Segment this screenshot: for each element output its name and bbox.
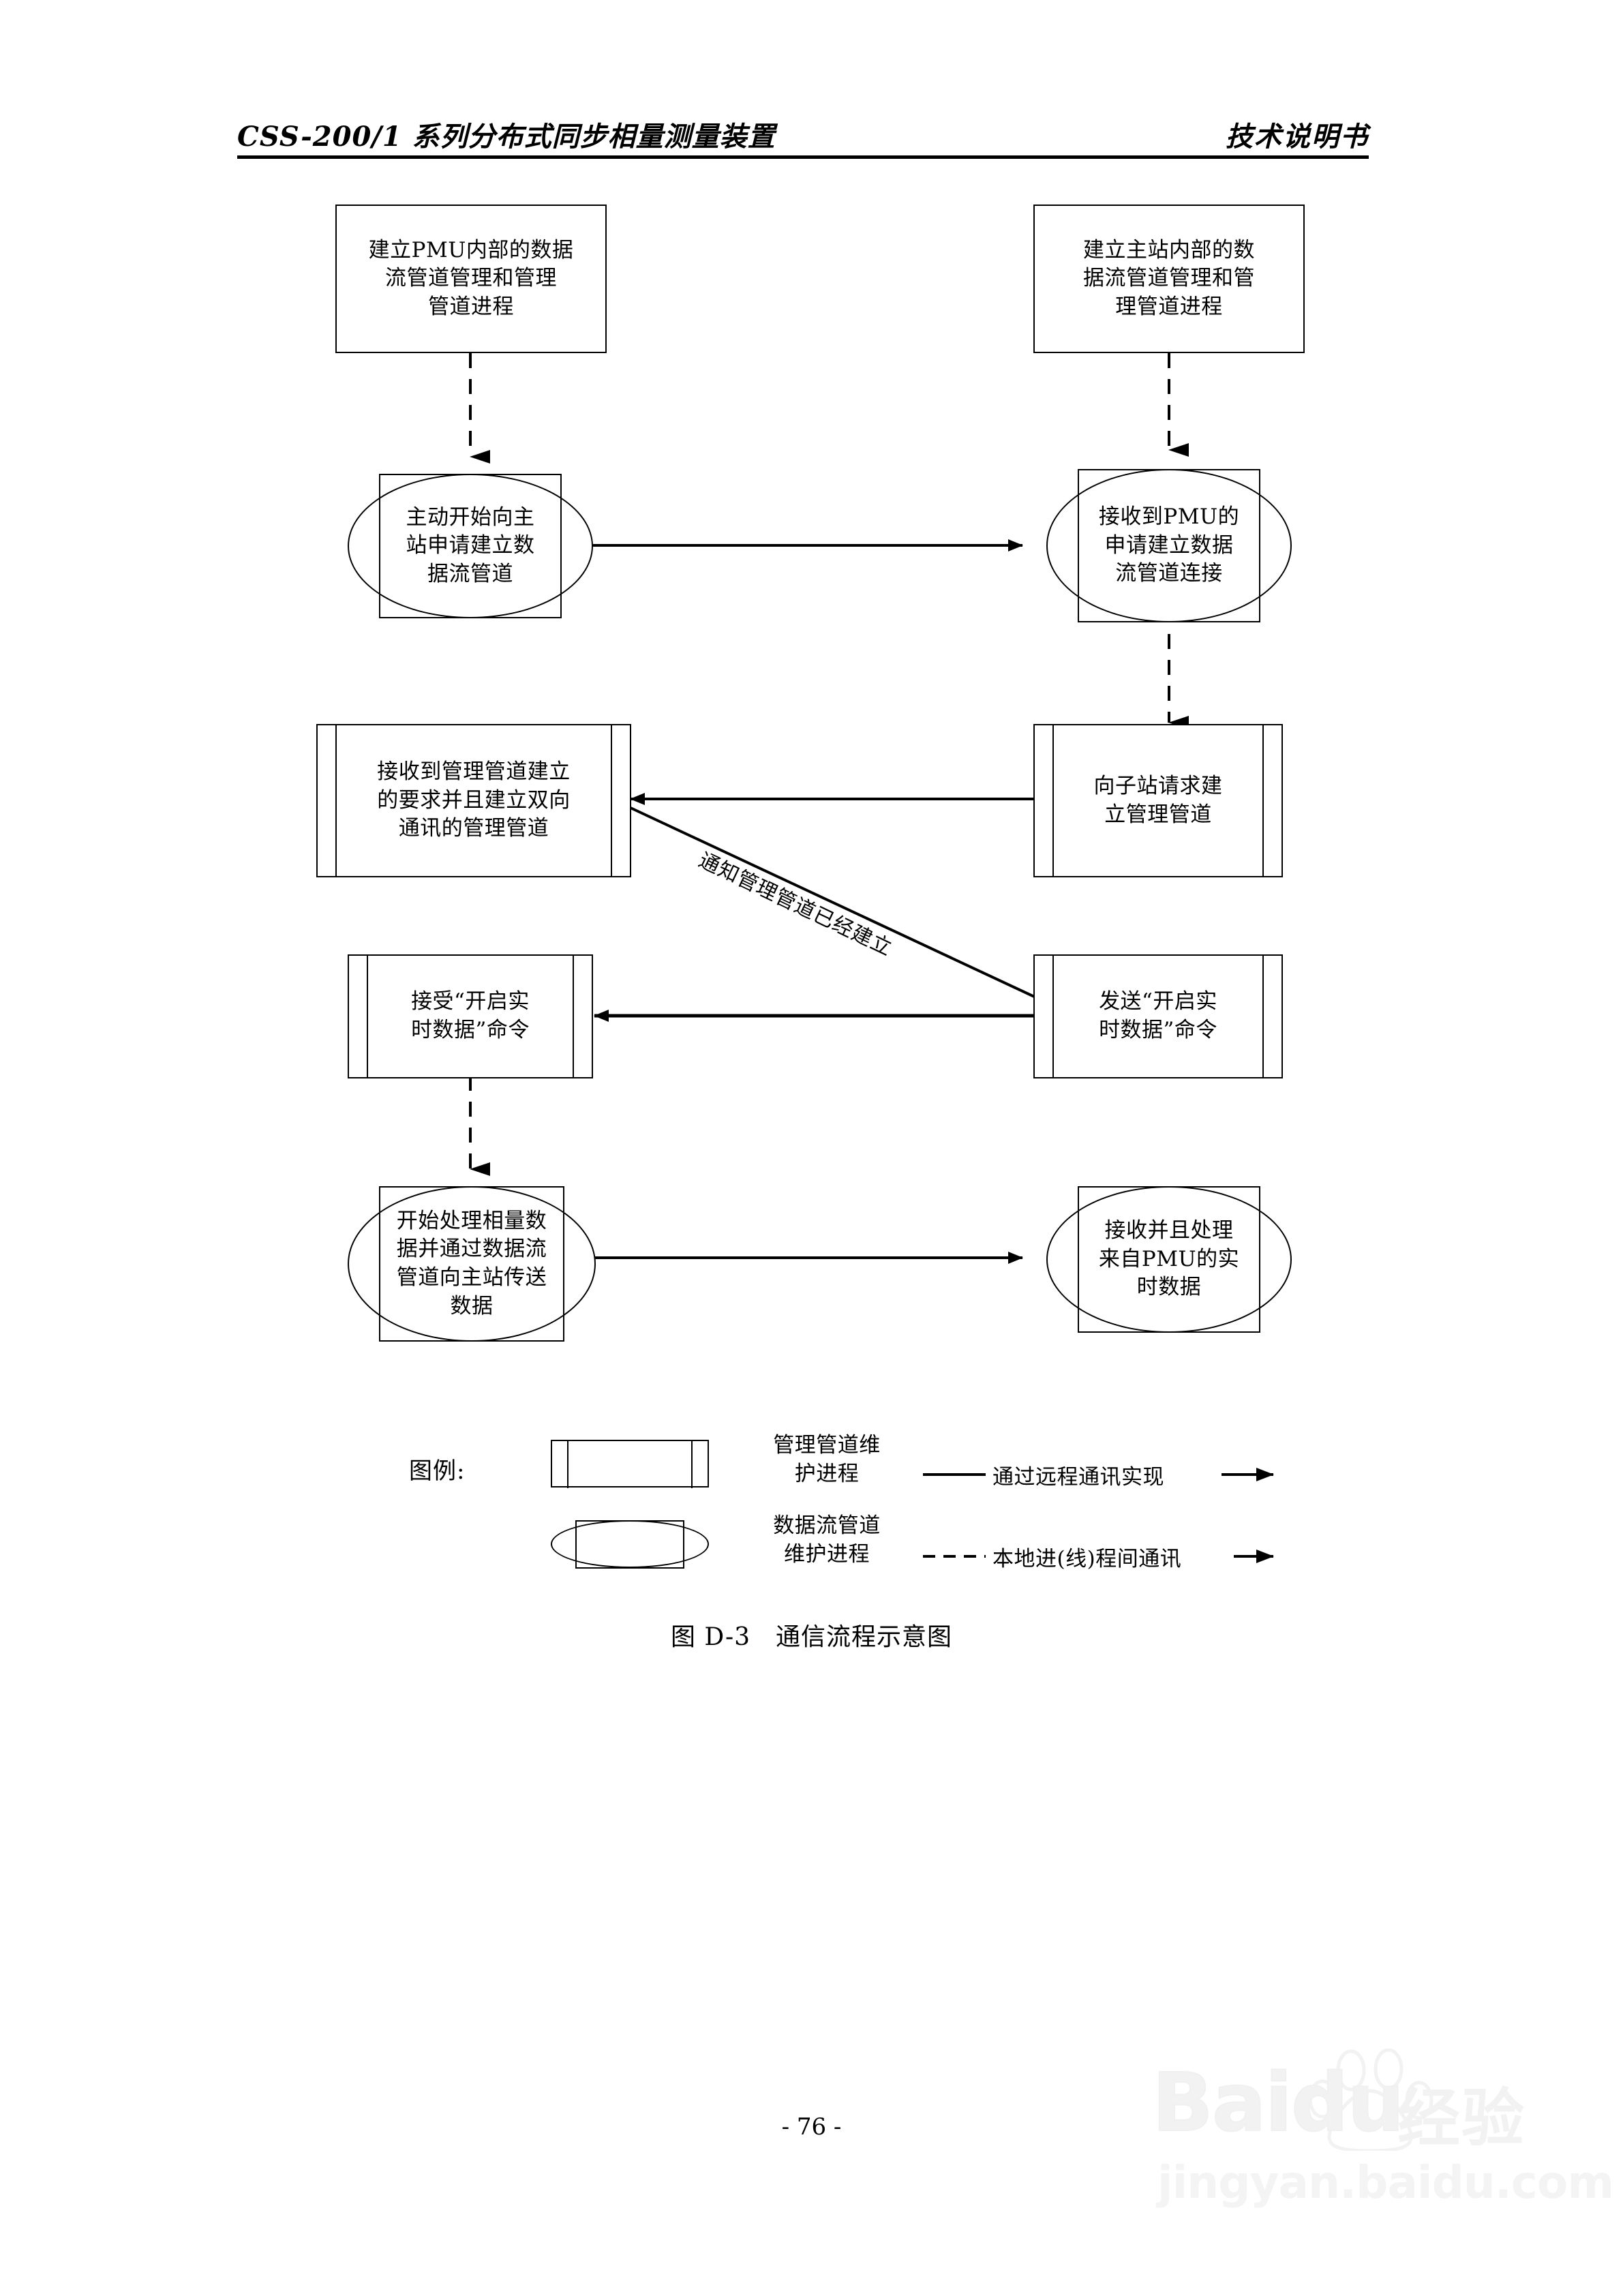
page-number: - 76 - [781,2113,842,2141]
legend-solid-line-label: 通过远程通讯实现 [992,1465,1164,1490]
node-pmu-send-data-label: 开始处理相量数 据并通过数据流 管道向主站传送 数据 [396,1208,547,1318]
figure-caption: 图 D-3 通信流程示意图 [670,1623,953,1651]
capsule-top-rule [379,474,562,475]
node-pmu-init: 建立PMU内部的数据 流管道管理和管理 管道进程 [335,205,607,353]
node-master-request-mgmt: 向子站请求建 立管理管道 [1033,724,1283,877]
communication-flow-diagram: 建立PMU内部的数据 流管道管理和管理 管道进程 建立主站内部的数 据流管道管理… [316,205,1305,1342]
watermark-brand-cn: 经验 [1397,2081,1526,2155]
header-left-title: CSS-200/1 系列分布式同步相量测量装置 [237,121,776,153]
capsule-rules [1048,1186,1290,1333]
node-pmu-request-label: 主动开始向主 站申请建立数 据流管道 [406,504,535,586]
node-master-process-data: 接收并且处理 来自PMU的实 时数据 [1046,1186,1292,1333]
legend-line-icons [923,1468,1274,1563]
node-pmu-accept-cmd-label: 接受“开启实 时数据”命令 [411,989,530,1042]
legend-dashed-line-label: 本地进(线)程间通讯 [992,1547,1182,1571]
legend-title: 图例: [409,1457,466,1485]
legend-capsule-icon [551,1520,709,1569]
capsule-rules [349,474,592,618]
watermark-url: jingyan.baidu.com [1157,2156,1614,2209]
node-pmu-build-mgmt: 接收到管理管道建立 的要求并且建立双向 通讯的管理管道 [316,724,631,877]
node-pmu-build-mgmt-label: 接收到管理管道建立 的要求并且建立双向 通讯的管理管道 [377,759,571,841]
edge-notify-mgmt-ready [630,806,1054,1007]
watermark: Baidu 经验 jingyan.baidu.com [1151,2042,1614,2226]
capsule-bottom-rule [379,617,562,618]
node-pmu-init-label: 建立PMU内部的数据 流管道管理和管理 管道进程 [368,237,574,319]
capsule-top-rule [1078,469,1260,470]
header-rule [237,155,1369,159]
watermark-brand: Baidu [1151,2055,1405,2150]
node-master-request-mgmt-label: 向子站请求建 立管理管道 [1093,773,1223,827]
legend-capsule-label: 数据流管道 维护进程 [773,1513,881,1567]
node-pmu-request: 主动开始向主 站申请建立数 据流管道 [348,474,593,618]
baidu-paw-icon [1308,2049,1434,2151]
legend-rectangle-label: 管理管道维 护进程 [773,1433,881,1486]
node-master-receive-request-label: 接收到PMU的 申请建立数据 流管道连接 [1098,504,1240,586]
node-master-receive-request: 接收到PMU的 申请建立数据 流管道连接 [1046,469,1292,622]
header-right-title: 技术说明书 [1226,121,1369,153]
legend-rectangle-icon [551,1439,709,1488]
node-pmu-accept-cmd: 接受“开启实 时数据”命令 [348,954,593,1078]
node-master-init: 建立主站内部的数 据流管道管理和管 理管道进程 [1033,205,1305,353]
capsule-bottom-rule [1078,621,1260,622]
page-header: CSS-200/1 系列分布式同步相量测量装置 技术说明书 [237,115,1369,176]
node-master-send-cmd: 发送“开启实 时数据”命令 [1033,954,1283,1078]
capsule-top-rule [1078,1186,1260,1188]
node-master-init-label: 建立主站内部的数 据流管道管理和管 理管道进程 [1083,237,1255,319]
node-master-send-cmd-label: 发送“开启实 时数据”命令 [1099,989,1217,1042]
capsule-bottom-rule [379,1340,564,1342]
diagram-legend: 图例: [0,1398,1623,1622]
capsule-bottom-rule [1078,1331,1260,1333]
capsule-top-rule [379,1186,564,1188]
diagram-connector-layer [469,353,1189,1264]
node-pmu-send-data: 开始处理相量数 据并通过数据流 管道向主站传送 数据 [348,1186,596,1342]
node-master-process-data-label: 接收并且处理 来自PMU的实 时数据 [1098,1218,1240,1300]
capsule-rules [349,1186,594,1342]
capsule-rules [1048,469,1290,622]
